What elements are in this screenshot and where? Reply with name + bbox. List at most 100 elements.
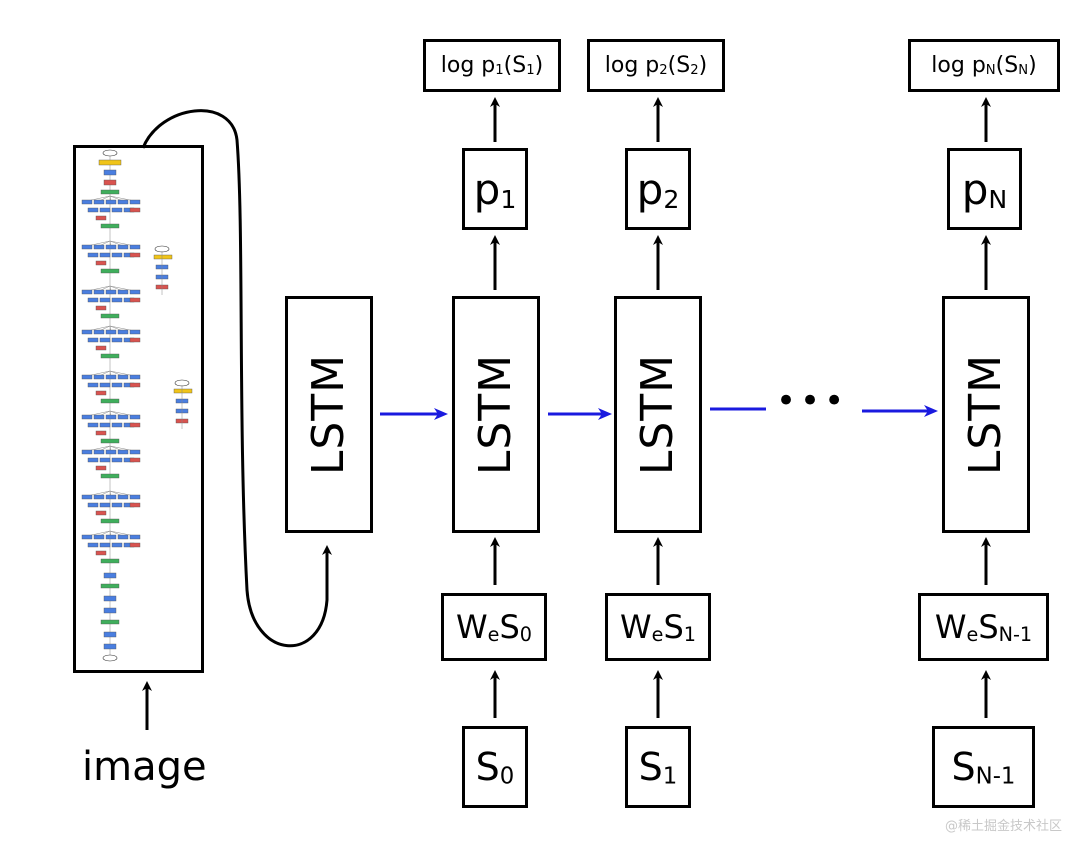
cnn-to-lstm-connector [141, 109, 332, 648]
cnn-layer-blue [129, 494, 141, 500]
cnn-layer-blue [99, 252, 111, 258]
cnn-layer-blue [93, 244, 105, 250]
p-box-2: p2 [625, 148, 691, 230]
cnn-layer-blue [81, 199, 93, 205]
cnn-layer-green [100, 473, 120, 479]
cnn-layer-blue [103, 643, 117, 650]
cnn-layer-red [95, 550, 107, 556]
cnn-layer-blue [129, 199, 141, 205]
cnn-layer-blue [111, 252, 123, 258]
word-label-n: SN-1 [951, 744, 1016, 790]
cnn-layer-red [129, 252, 141, 258]
cnn-layer-red [95, 305, 107, 311]
cnn-layer-blue [105, 289, 117, 295]
word-box-n: SN-1 [932, 726, 1035, 808]
cnn-layer-blue [111, 542, 123, 548]
cnn-layer-red [129, 297, 141, 303]
cnn-layer-blue [129, 329, 141, 335]
cnn-layer-yellow [98, 159, 122, 166]
cnn-layer-red [95, 345, 107, 351]
p-box-n: pN [947, 148, 1022, 230]
cnn-layer-red [95, 510, 107, 516]
lstm-box-n: LSTM [942, 296, 1030, 533]
cnn-layer-blue [129, 534, 141, 540]
cnn-layer-blue [103, 169, 117, 176]
logp-label-2: log p2(S2) [604, 53, 708, 78]
cnn-layer-blue [87, 337, 99, 343]
word-box-2: S1 [625, 726, 691, 808]
cnn-layer-blue [111, 337, 123, 343]
cnn-input-node [102, 149, 118, 157]
cnn-layer-yellow [173, 388, 193, 394]
cnn-layer-red [129, 457, 141, 463]
cnn-layer-green [100, 518, 120, 524]
cnn-layer-blue [129, 414, 141, 420]
cnn-layer-blue [87, 542, 99, 548]
cnn-layer-blue [105, 534, 117, 540]
embed-box-2: WeS1 [605, 593, 711, 661]
cnn-layer-blue [105, 414, 117, 420]
cnn-layer-blue [93, 494, 105, 500]
cnn-layer-blue [99, 422, 111, 428]
cnn-layer-blue [99, 207, 111, 213]
cnn-layer-blue [87, 207, 99, 213]
sequence-ellipsis: ••• [776, 381, 849, 421]
cnn-layer-blue [111, 422, 123, 428]
word-box-1: S0 [462, 726, 528, 808]
p-label-n: pN [961, 164, 1008, 214]
cnn-layer-blue [81, 449, 93, 455]
cnn-layer-blue [117, 289, 129, 295]
cnn-layer-blue [117, 199, 129, 205]
cnn-layer-green [100, 189, 120, 195]
cnn-layer-green [100, 398, 120, 404]
cnn-layer-green [100, 268, 120, 274]
cnn-layer-blue [87, 252, 99, 258]
cnn-layer-red [103, 179, 117, 186]
lstm-box-1: LSTM [452, 296, 540, 533]
cnn-layer-blue [93, 289, 105, 295]
cnn-layer-green [100, 353, 120, 359]
cnn-layer-blue [117, 414, 129, 420]
logp-box-n: log pN(SN) [908, 39, 1060, 92]
cnn-layer-blue [117, 449, 129, 455]
cnn-image-frame [73, 145, 204, 673]
word-label-1: S0 [475, 744, 515, 790]
embed-label-n: WeSN-1 [934, 608, 1033, 646]
cnn-layer-blue [93, 199, 105, 205]
cnn-layer-blue [93, 414, 105, 420]
cnn-layer-blue [105, 449, 117, 455]
embed-label-2: WeS1 [620, 608, 696, 646]
logp-label-1: log p1(S1) [440, 53, 544, 78]
cnn-layer-blue [117, 494, 129, 500]
cnn-layer-red [129, 337, 141, 343]
cnn-layer-blue [105, 199, 117, 205]
cnn-layer-blue [111, 382, 123, 388]
embed-label-1: WeS0 [456, 608, 532, 646]
cnn-layer-red [129, 207, 141, 213]
cnn-layer-blue [111, 297, 123, 303]
cnn-layer-blue [105, 374, 117, 380]
cnn-layer-blue [81, 244, 93, 250]
cnn-layer-blue [105, 494, 117, 500]
cnn-layer-red [95, 430, 107, 436]
cnn-layer-blue [129, 374, 141, 380]
cnn-layer-green [100, 619, 120, 625]
embed-box-n: WeSN-1 [918, 593, 1049, 661]
cnn-layer-blue [117, 374, 129, 380]
cnn-layer-yellow [153, 254, 173, 260]
cnn-layer-blue [81, 329, 93, 335]
cnn-layer-red [95, 215, 107, 221]
cnn-layer-blue [87, 382, 99, 388]
cnn-layer-blue [99, 297, 111, 303]
image-label: image [82, 744, 207, 790]
cnn-layer-green [100, 223, 120, 229]
cnn-layer-blue [99, 337, 111, 343]
cnn-layer-red [95, 465, 107, 471]
cnn-layer-blue [93, 374, 105, 380]
cnn-layer-red [129, 502, 141, 508]
cnn-layer-blue [93, 449, 105, 455]
embed-box-1: WeS0 [441, 593, 547, 661]
logp-box-1: log p1(S1) [423, 39, 561, 92]
cnn-layer-green [100, 558, 120, 564]
